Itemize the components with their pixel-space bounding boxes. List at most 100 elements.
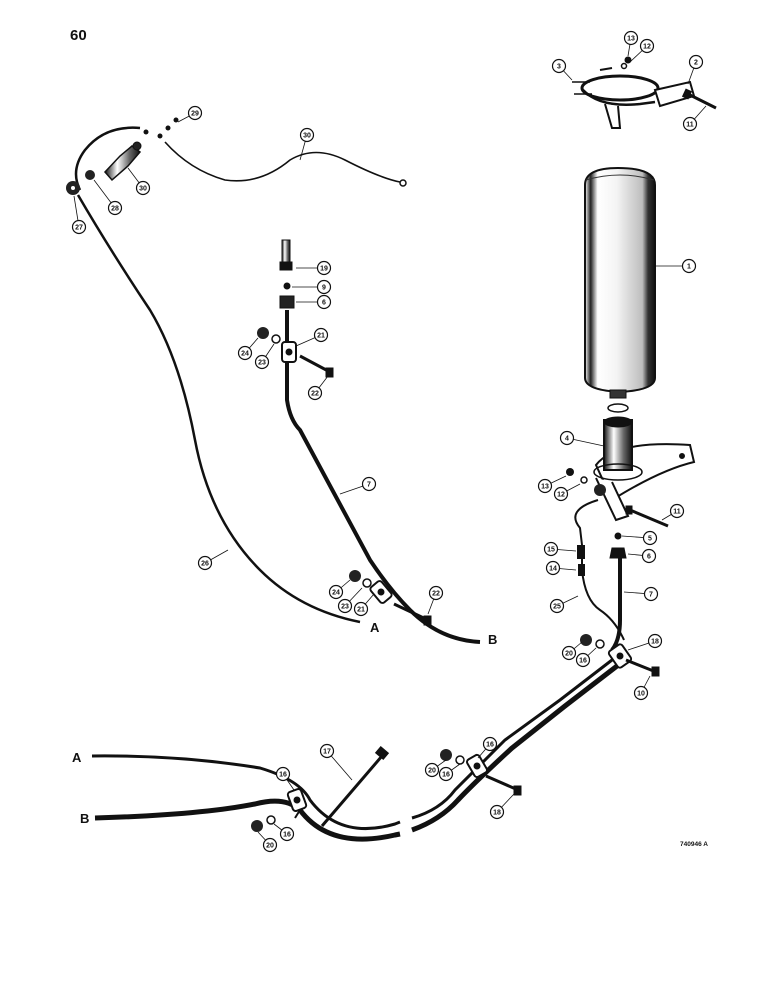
callout-number: 12 — [557, 492, 565, 499]
callout-circle — [438, 766, 454, 782]
callout-circle — [275, 766, 291, 782]
line-clamp-left — [286, 788, 308, 812]
callout-circle — [643, 586, 659, 602]
callout-layer: 1312321114131211561514725201618102930302… — [71, 30, 707, 853]
callout-circle — [647, 633, 663, 649]
long-bolt — [320, 746, 390, 827]
callout-c16c: 16 — [273, 823, 295, 842]
line-clamp-right — [607, 643, 633, 669]
callout-number: 22 — [311, 391, 319, 398]
ground-wire — [574, 499, 625, 641]
callout-c23a: 23 — [254, 343, 275, 370]
callout-circle — [551, 58, 567, 74]
callout-c1: 1 — [656, 258, 697, 274]
callout-c28: 28 — [93, 179, 123, 216]
callout-c16b: 16 — [275, 766, 295, 791]
callout-circle — [262, 837, 278, 853]
terminals-29 — [143, 117, 179, 139]
callout-c13a: 13 — [623, 30, 639, 57]
head-nut-washer — [566, 468, 606, 496]
callout-number: 26 — [201, 561, 209, 568]
callout-number: 24 — [332, 590, 340, 597]
callout-c16e: 16 — [438, 763, 461, 782]
callout-number: 30 — [303, 133, 311, 140]
hardware-left — [251, 815, 276, 832]
callout-circle — [328, 584, 344, 600]
callout-c24a: 24 — [237, 337, 259, 361]
callout-number: 4 — [565, 436, 569, 443]
head-fittings — [609, 532, 627, 559]
band-nut-washer — [620, 56, 632, 70]
callout-circle — [553, 486, 569, 502]
callout-number: 30 — [139, 186, 147, 193]
filter-tank — [584, 166, 656, 399]
callout-circle — [543, 541, 559, 557]
center-clamp-lower — [369, 580, 393, 604]
callout-number: 23 — [341, 604, 349, 611]
center-clamp-upper — [281, 341, 297, 363]
callout-number: 16 — [283, 832, 291, 839]
callout-number: 24 — [241, 351, 249, 358]
callout-c4: 4 — [559, 430, 605, 447]
callout-c9: 9 — [292, 279, 332, 295]
callout-number: 27 — [75, 225, 83, 232]
callout-c2: 2 — [687, 54, 704, 85]
main-line-b — [94, 654, 632, 842]
callout-c22b: 22 — [427, 585, 444, 615]
center-hardware-upper — [257, 327, 334, 378]
callout-c18a: 18 — [627, 633, 663, 651]
figure-code: 740946 A — [680, 841, 708, 848]
band-bolt — [681, 88, 717, 110]
callout-c16a: 16 — [575, 647, 597, 668]
callout-circle — [107, 200, 123, 216]
callout-c3: 3 — [551, 58, 573, 81]
callout-c14: 14 — [545, 560, 577, 576]
callout-number: 18 — [493, 810, 501, 817]
callout-circle — [642, 530, 658, 546]
callout-number: 16 — [579, 658, 587, 665]
callout-circle — [307, 385, 323, 401]
callout-number: 19 — [320, 266, 328, 273]
line-clamp-middle — [466, 753, 488, 779]
callout-number: 9 — [322, 285, 326, 292]
callout-circle — [316, 294, 332, 310]
callout-circle — [197, 555, 213, 571]
callout-c24b: 24 — [328, 579, 351, 600]
callout-number: 28 — [111, 206, 119, 213]
sender-30 — [103, 141, 142, 182]
callout-c6a: 6 — [627, 548, 657, 564]
callout-c30a: 30 — [299, 127, 315, 161]
callout-number: 12 — [643, 44, 651, 51]
callout-circle — [299, 127, 315, 143]
fitting-27 — [66, 181, 80, 195]
callout-circle — [537, 478, 553, 494]
callout-c23b: 23 — [337, 587, 363, 614]
callout-number: 20 — [565, 651, 573, 658]
mounting-band — [572, 67, 696, 129]
hardware-right — [580, 634, 660, 677]
callout-c19: 19 — [296, 260, 332, 276]
callout-number: 25 — [553, 604, 561, 611]
callout-c16d: 16 — [477, 736, 498, 759]
callout-number: 16 — [442, 772, 450, 779]
callout-number: 21 — [357, 607, 365, 614]
callout-circle — [254, 354, 270, 370]
wire-connectors — [577, 545, 585, 576]
callout-number: 21 — [317, 333, 325, 340]
callout-number: 6 — [322, 300, 326, 307]
callout-circle — [682, 116, 698, 132]
callout-circle — [313, 327, 329, 343]
o-ring — [607, 403, 629, 413]
callout-number: 20 — [266, 843, 274, 850]
callout-circle — [316, 279, 332, 295]
callout-circle — [361, 476, 377, 492]
callout-number: 3 — [557, 64, 561, 71]
callout-circle — [337, 598, 353, 614]
callout-number: 22 — [432, 591, 440, 598]
callout-circle — [319, 743, 335, 759]
callout-number: 15 — [547, 547, 555, 554]
callout-number: 2 — [694, 60, 698, 67]
callout-circle — [669, 503, 685, 519]
tube-right — [610, 558, 622, 652]
